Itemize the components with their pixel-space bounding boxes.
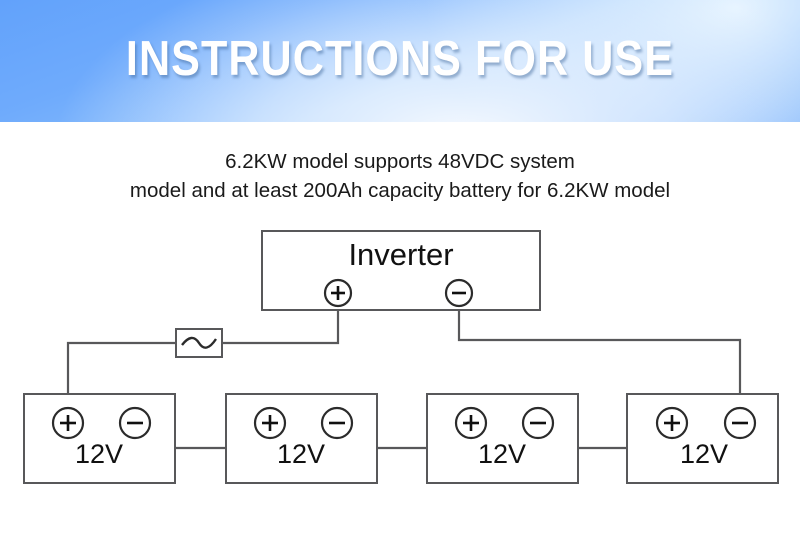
page-title: INSTRUCTIONS FOR USE <box>125 32 675 86</box>
instruction-line-1: 6.2KW model supports 48VDC system <box>225 150 575 173</box>
battery-4-label: 12V <box>680 439 728 469</box>
fuse-breaker-icon <box>175 328 223 358</box>
battery-unit-2: 12V <box>225 393 378 484</box>
battery-2-negative-terminal <box>320 406 354 440</box>
header-banner: INSTRUCTIONS FOR USE <box>0 0 800 122</box>
inverter-unit: Inverter <box>261 230 541 311</box>
battery-2-positive-terminal <box>253 406 287 440</box>
instruction-text: 6.2KW model supports 48VDC system model … <box>0 147 800 205</box>
battery-unit-1: 12V <box>23 393 176 484</box>
wire-negative-path <box>457 291 742 412</box>
battery-box <box>225 393 378 484</box>
battery-4-positive-terminal <box>655 406 689 440</box>
instruction-line-2: model and at least 200Ah capacity batter… <box>129 179 671 202</box>
battery-3-negative-terminal <box>521 406 555 440</box>
inverter-label: Inverter <box>348 237 453 272</box>
inverter-negative-terminal <box>444 278 474 308</box>
inverter-positive-terminal <box>323 278 353 308</box>
battery-1-negative-terminal <box>118 406 152 440</box>
battery-1-positive-terminal <box>51 406 85 440</box>
inverter-box <box>261 230 541 311</box>
battery-box <box>626 393 779 484</box>
battery-2-label: 12V <box>277 439 325 469</box>
battery-3-label: 12V <box>478 439 526 469</box>
battery-box <box>426 393 579 484</box>
battery-unit-4: 12V <box>626 393 779 484</box>
battery-box <box>23 393 176 484</box>
battery-4-negative-terminal <box>723 406 757 440</box>
wiring-diagram: Inverter 12V <box>0 215 800 505</box>
battery-1-label: 12V <box>75 439 123 469</box>
battery-unit-3: 12V <box>426 393 579 484</box>
battery-3-positive-terminal <box>454 406 488 440</box>
